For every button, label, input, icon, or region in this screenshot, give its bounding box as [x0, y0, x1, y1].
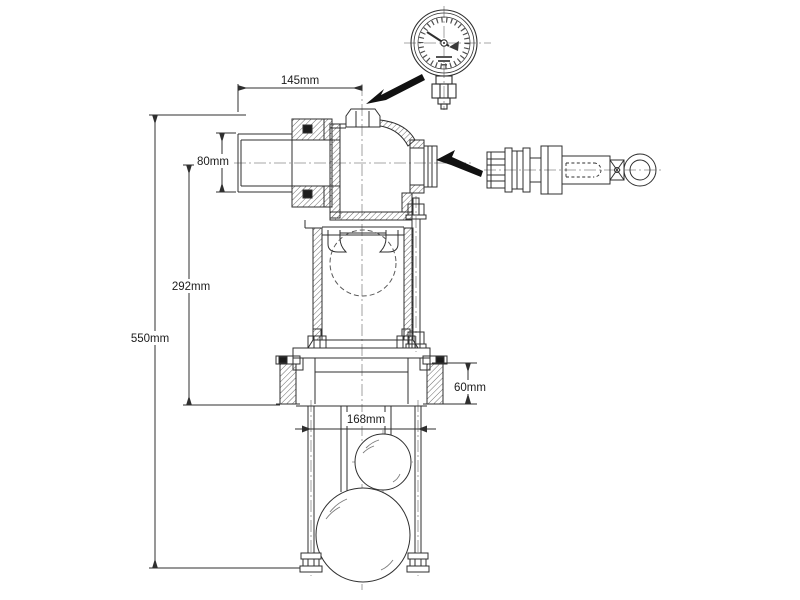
cartridge-plunger-hidden	[565, 162, 602, 178]
centerlines	[214, 6, 662, 590]
dimension-labels: 145mm 80mm 292mm 550mm 60mm 168mm	[127, 75, 489, 426]
body-shoulder	[379, 119, 416, 147]
seat-left	[327, 230, 348, 253]
valve-body	[237, 108, 438, 229]
dim-label-292mm: 292mm	[172, 281, 210, 293]
dim-label-168mm: 168mm	[347, 414, 385, 426]
hidden-ball	[329, 229, 397, 297]
dim-label-60mm: 60mm	[454, 382, 486, 394]
gauge-attach-arrow-icon	[366, 74, 425, 104]
rod-end-nuts	[299, 552, 430, 573]
bell-flange	[275, 328, 448, 407]
gauge-port-plug	[330, 108, 381, 129]
cartridge-discs	[504, 147, 542, 193]
pull-ring	[623, 153, 657, 187]
dim-label-145mm: 145mm	[281, 75, 319, 87]
pressure-gauge	[410, 9, 478, 110]
cartridge-attach-arrow-icon	[436, 150, 483, 177]
gauge-pointer-flag	[449, 41, 459, 51]
gauge-dial-print	[436, 56, 452, 66]
seat-right	[378, 230, 399, 253]
attachment-arrows	[366, 74, 483, 177]
seal-top	[302, 124, 313, 134]
dim-168-arrowheads	[302, 425, 427, 433]
cartridge-port	[409, 139, 438, 194]
gauge-tick-ring	[418, 17, 470, 69]
float-ball-small	[354, 433, 412, 491]
left-rod-nut	[299, 552, 323, 573]
ball-highlights	[325, 439, 401, 571]
body-right-wall	[401, 192, 413, 213]
float-balls	[315, 433, 412, 583]
body-bottom-flange	[329, 211, 413, 221]
valve-cartridge	[486, 145, 657, 195]
tie-rods	[307, 406, 422, 556]
dim-label-550mm: 550mm	[131, 333, 169, 345]
float-ball-large	[315, 487, 411, 583]
dim-label-80mm: 80mm	[197, 156, 229, 168]
seal-bottom	[302, 189, 313, 199]
body-left-wall	[329, 123, 341, 219]
right-rod-nut	[406, 552, 430, 573]
hex-plug	[345, 108, 381, 128]
gauge-stem	[431, 75, 457, 110]
